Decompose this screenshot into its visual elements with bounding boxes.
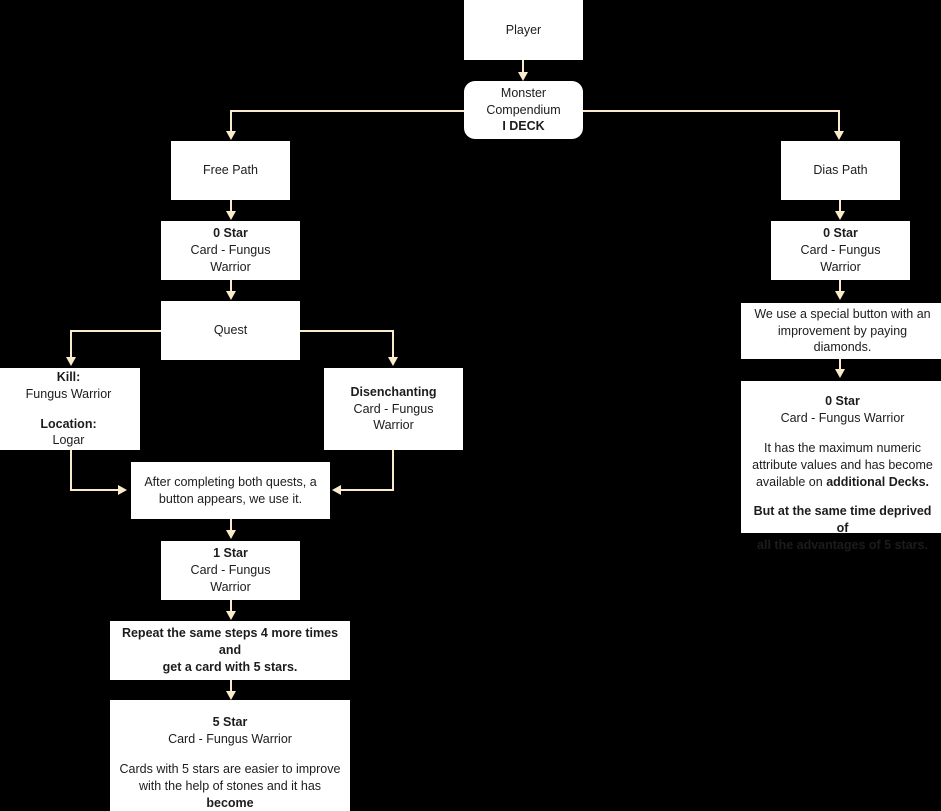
connector-disenchant-to-after-drop [392,450,394,491]
node-quest-label: Quest [213,323,248,338]
connector-quest-to-kill-drop [70,330,72,360]
node-special-button-line1: We use a special button with an [754,306,931,321]
connector-dias-to-zerostar [839,200,841,214]
node-free-path-label: Free Path [203,163,258,178]
node-dias-path-label: Dias Path [813,163,868,178]
node-dias-result-desc-line3: available on additional Decks. [749,474,936,491]
node-monster-compendium[interactable]: Monster Compendium I DECK [464,81,583,139]
node-dias-path[interactable]: Dias Path [781,141,900,200]
node-disenchanting-card: Card - Fungus Warrior [353,401,434,433]
arrowhead-dias-to-zerostar [835,211,845,220]
arrowhead-onestar-to-repeat [226,611,236,620]
node-compendium-line2: Compendium [486,102,561,117]
arrowhead-quest-to-disenchant [388,357,398,366]
connector-compendium-left-drop [230,110,232,134]
node-compendium-line1: Monster [500,85,547,100]
node-dias-result-card: Card - Fungus Warrior [780,410,905,425]
node-dias-result-desc-line3-plain: available on [755,474,827,489]
node-five-star-card: Card - Fungus Warrior [168,731,292,746]
node-kill-location-title: Location: [40,416,97,431]
node-one-star[interactable]: 1 Star Card - Fungus Warrior [161,541,300,600]
arrowhead-disenchant-to-after [332,485,341,495]
node-disenchanting-title: Disenchanting [350,384,437,399]
node-dias-result-warn-line2: all the advantages of 5 stars. [757,538,928,553]
connector-quest-to-kill-bar [70,330,162,332]
arrowhead-after-to-onestar [226,530,236,539]
node-special-button[interactable]: We use a special button with an improvem… [741,303,941,359]
node-player-line1: Player [505,22,542,37]
connector-special-to-result [839,359,841,372]
node-player[interactable]: Player [464,0,583,60]
node-one-star-title: 1 Star [213,546,248,561]
node-five-star-desc-line1: Cards with 5 stars are easier to improve [119,761,341,776]
node-dias-result-desc-line2: attribute values and has become [752,457,933,472]
arrowhead-zerostar-to-quest [226,291,236,300]
connector-quest-to-disenchant-drop [392,330,394,360]
node-five-star-title: 5 Star [212,715,248,729]
node-free-path[interactable]: Free Path [171,141,290,200]
node-special-button-line2: improvement by paying diamonds. [777,323,908,355]
node-after-quests-line2: button appears, we use it. [158,491,303,506]
node-repeat-steps[interactable]: Repeat the same steps 4 more times and g… [110,621,350,680]
arrowhead-kill-to-after [118,485,127,495]
node-after-quests-line1: After completing both quests, a [144,474,317,489]
node-kill-title: Kill: [56,369,81,384]
connector-kill-to-after-drop [70,450,72,491]
node-five-star-desc-line2-bold: become [206,795,254,810]
connector-onestar-to-repeat [230,600,232,613]
node-dias-zero-star[interactable]: 0 Star Card - Fungus Warrior [771,221,910,280]
node-dias-result-desc-line1: It has the maximum numeric [764,440,921,455]
arrowhead-special-to-result [835,369,845,378]
arrowhead-player-to-compendium [518,72,528,81]
connector-repeat-to-fivestar [230,680,232,693]
node-repeat-line1: Repeat the same steps 4 more times and [121,626,339,658]
arrowhead-quest-to-kill [66,357,76,366]
connector-player-to-compendium [522,60,524,74]
node-free-zero-star-title: 0 Star [213,226,248,241]
node-after-quests[interactable]: After completing both quests, a button a… [131,462,330,519]
arrowhead-to-dias-path [834,131,844,140]
node-dias-zero-star-card: Card - Fungus Warrior [800,243,881,274]
node-dias-result-desc-line3-bold: additional Decks. [826,474,929,489]
node-kill-target: Fungus Warrior [25,386,112,401]
connector-kill-to-after-bar [70,489,120,491]
arrowhead-repeat-to-fivestar [226,691,236,700]
connector-disenchant-to-after-bar [341,489,394,491]
connector-quest-to-disenchant-bar [300,330,394,332]
node-five-star[interactable]: 5 Star Card - Fungus Warrior Cards with … [110,700,350,811]
connector-zerostar-to-quest [230,280,232,294]
arrowhead-to-free-path [226,131,236,140]
arrowhead-freepath-to-zerostar [226,211,236,220]
node-compendium-deck-label: I DECK [502,119,545,134]
connector-compendium-left-bar [230,110,464,112]
connector-compendium-right-bar [583,110,840,112]
node-kill-location-value: Logar [52,433,85,448]
node-dias-zero-star-title: 0 Star [823,226,858,241]
node-dias-result[interactable]: 0 Star Card - Fungus Warrior It has the … [741,381,941,552]
node-dias-result-title: 0 Star [825,394,860,408]
node-free-zero-star-card: Card - Fungus Warrior [190,243,271,274]
node-dias-result-warn-line1: But at the same time deprived of [753,504,932,536]
arrowhead-diaszero-to-special [835,291,845,300]
node-quest[interactable]: Quest [161,301,300,360]
node-repeat-line2: get a card with 5 stars. [162,659,298,674]
node-kill-quest[interactable]: Kill: Fungus Warrior Location: Logar [0,368,140,450]
node-free-zero-star[interactable]: 0 Star Card - Fungus Warrior [161,221,300,280]
node-five-star-desc-line2: with the help of stones and it has becom… [118,778,342,811]
node-five-star-desc-line2-plain: with the help of stones and it has [138,778,322,793]
connector-diaszero-to-special [839,280,841,294]
connector-compendium-right-drop [838,110,840,134]
node-one-star-card: Card - Fungus Warrior [190,563,271,594]
connector-freepath-to-zerostar [230,200,232,214]
connector-after-to-onestar [230,519,232,533]
node-disenchanting[interactable]: Disenchanting Card - Fungus Warrior [324,368,463,450]
